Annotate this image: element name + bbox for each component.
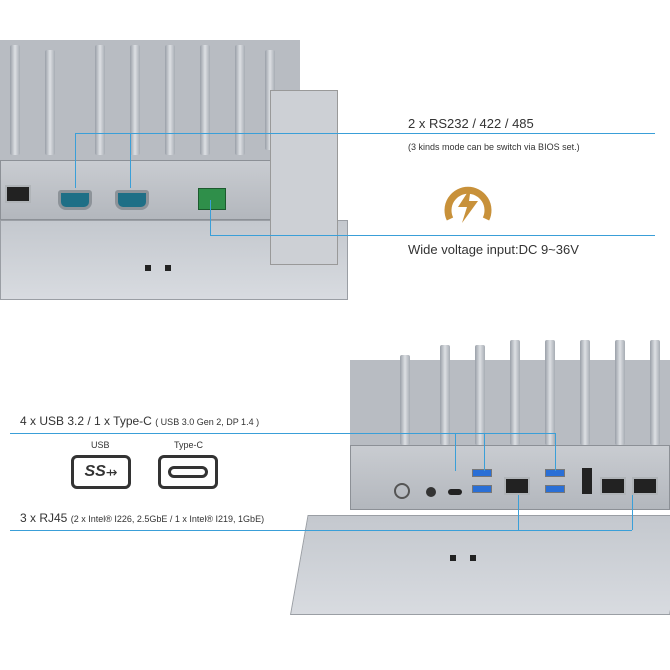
- dc-power-connector: [198, 188, 226, 210]
- top-device-image: [0, 40, 350, 305]
- usb-ss-icon: SS⇸: [71, 455, 131, 489]
- usb-icon-label: USB: [91, 440, 110, 450]
- rj45-title: 3 x RJ45 (2 x Intel® I226, 2.5GbE / 1 x …: [20, 511, 265, 525]
- bottom-device-image: [290, 340, 670, 640]
- serial-ports-title: 2 x RS232 / 422 / 485: [408, 116, 534, 131]
- serial-ports-note: (3 kinds mode can be switch via BIOS set…: [408, 142, 580, 152]
- usb-title: 4 x USB 3.2 / 1 x Type-C ( USB 3.0 Gen 2…: [20, 414, 260, 428]
- power-lightning-icon: [438, 175, 498, 227]
- typec-icon-label: Type-C: [174, 440, 204, 450]
- typec-icon: [158, 455, 218, 489]
- power-input-label: Wide voltage input:DC 9~36V: [408, 242, 579, 257]
